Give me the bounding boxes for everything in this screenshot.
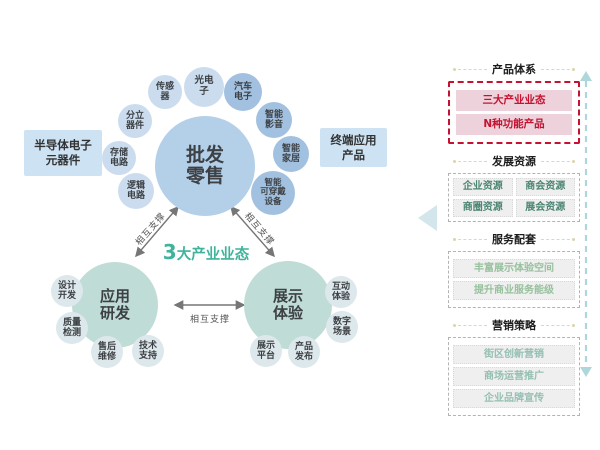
row-mall-operation-promotion: 商场运营推广	[453, 367, 575, 386]
satellite-discrete-devices: 分立 器件	[118, 104, 152, 138]
satellite-display-platform: 展示 平台	[250, 335, 282, 367]
pill-n-functional-products: N种功能产品	[456, 114, 572, 135]
cell-business-district-resources: 商圈资源	[453, 199, 513, 217]
row-corporate-brand-publicity: 企业品牌宣传	[453, 389, 575, 408]
product-system-box: 三大产业业态 N种功能产品	[448, 81, 580, 144]
guide-arrow-down-icon	[580, 367, 592, 377]
caption-three-industry-formats: 3大产业业态	[150, 240, 262, 264]
cell-enterprise-resources: 企业资源	[453, 178, 513, 196]
marketing-strategy-box: 街区创新营销 商场运营推广 企业品牌宣传	[448, 337, 580, 416]
header-dash-icon	[541, 323, 575, 327]
row-upgrade-service-level: 提升商业服务能级	[453, 281, 575, 300]
pill-three-industry-formats: 三大产业业态	[456, 90, 572, 111]
header-dash-icon	[541, 159, 575, 163]
cell-exhibition-resources: 展会资源	[515, 199, 575, 217]
satellite-design-dev: 设计 开发	[51, 275, 83, 307]
satellite-smart-wearables: 智能 可穿戴 设备	[251, 171, 295, 215]
guide-arrow-up-icon	[580, 71, 592, 81]
section-header-marketing-strategy: 营销策略	[448, 317, 580, 333]
section-title: 产品体系	[492, 63, 536, 76]
row-block-innovative-marketing: 街区创新营销	[453, 345, 575, 364]
caption-number: 3	[162, 240, 177, 264]
satellite-tech-support: 技术 支持	[132, 335, 164, 367]
satellite-digital-scenes: 数字 场景	[326, 311, 358, 343]
support-label-bottom: 相互支撑	[189, 315, 230, 325]
panel-pointer-triangle	[418, 205, 437, 231]
caption-text: 大产业业态	[176, 247, 250, 263]
service-support-box: 丰富展示体验空间 提升商业服务能级	[448, 251, 580, 308]
header-dash-icon	[453, 159, 487, 163]
satellite-auto-electronics: 汽车 电子	[224, 73, 262, 111]
hub-display-experience: 展示 体验	[244, 261, 332, 349]
satellite-interactive-experience: 互动 体验	[325, 276, 357, 308]
header-dash-icon	[541, 67, 575, 71]
satellite-aftersales-repair: 售后 维修	[91, 336, 123, 368]
hub-application-rd: 应用 研发	[72, 262, 158, 348]
satellite-logic-circuits: 逻辑 电路	[118, 173, 154, 209]
hub-wholesale-retail: 批发 零售	[155, 116, 255, 216]
header-dash-icon	[453, 67, 487, 71]
section-title: 营销策略	[492, 319, 536, 332]
section-header-product-system: 产品体系	[448, 61, 580, 77]
section-header-service-support: 服务配套	[448, 231, 580, 247]
satellite-sensors: 传感 器	[148, 75, 182, 109]
cell-chamber-resources: 商会资源	[515, 178, 575, 196]
section-title: 发展资源	[492, 155, 536, 168]
header-dash-icon	[541, 237, 575, 241]
section-title: 服务配套	[492, 233, 536, 246]
header-dash-icon	[453, 237, 487, 241]
tag-semiconductor-components: 半导体电子 元器件	[24, 130, 102, 176]
section-header-development-resources: 发展资源	[448, 153, 580, 169]
header-dash-icon	[453, 323, 487, 327]
tag-terminal-products: 终端应用 产品	[320, 128, 387, 167]
row-rich-display-space: 丰富展示体验空间	[453, 259, 575, 278]
satellite-smart-home: 智能 家居	[273, 136, 309, 172]
satellite-product-launch: 产品 发布	[288, 336, 320, 368]
satellite-quality-testing: 质量 检测	[56, 312, 88, 344]
summary-panel: 产品体系 三大产业业态 N种功能产品 发展资源 企业资源 商会资源 商圈资源 展…	[448, 61, 580, 425]
satellite-optoelectronics: 光电 子	[184, 67, 224, 107]
development-resources-box: 企业资源 商会资源 商圈资源 展会资源	[448, 173, 580, 222]
satellite-memory-circuits: 存储 电路	[102, 141, 136, 175]
satellite-smart-av: 智能 影音	[256, 102, 292, 138]
